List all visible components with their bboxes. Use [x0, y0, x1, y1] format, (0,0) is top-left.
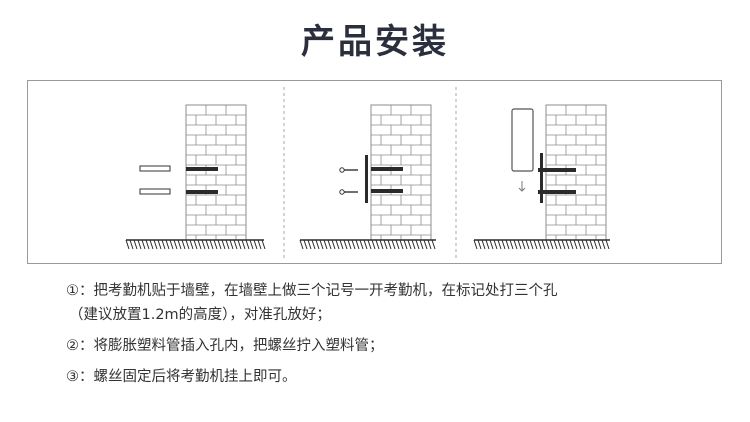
- installation-diagram-svg: [125, 87, 610, 259]
- step-3: ③：螺丝固定后将考勤机挂上即可。: [66, 365, 726, 389]
- screw-head-1: [339, 167, 345, 173]
- anchor-in-wall-2: [371, 189, 403, 193]
- step-text: 螺丝固定后将考勤机挂上即可。: [93, 369, 297, 385]
- arrow-down-icon: [518, 181, 526, 192]
- drill-hole-1: [186, 167, 218, 171]
- anchor-plug-2: [139, 188, 171, 195]
- installation-diagram: [27, 80, 722, 264]
- ground-3: [473, 239, 610, 250]
- panel-1: [125, 104, 266, 250]
- mounting-bracket-3: [540, 153, 543, 203]
- ground-1: [125, 239, 266, 250]
- anchor-plug-1: [139, 165, 171, 172]
- brick-wall-3: [545, 104, 607, 241]
- step-1: ①：把考勤机贴于墙壁，在墙壁上做三个记号一开考勤机，在标记处打三个孔 （建议放置…: [66, 279, 726, 327]
- panel-3: [473, 104, 610, 250]
- step-marker: ③：: [66, 369, 94, 385]
- anchor-in-wall-1: [371, 167, 403, 171]
- mounting-bracket-2: [365, 155, 368, 203]
- brick-wall-1: [185, 104, 247, 241]
- fixed-screw-2: [538, 190, 576, 194]
- step-text: 把考勤机贴于墙壁，在墙壁上做三个记号一开考勤机，在标记处打三个孔: [93, 283, 558, 299]
- ground-2: [299, 239, 436, 250]
- brick-wall-2: [370, 104, 432, 241]
- panel-2: [299, 104, 436, 250]
- page-title: 产品安装: [301, 22, 449, 62]
- attendance-terminal: [511, 108, 534, 172]
- step-text-continued: （建议放置1.2m的高度），对准孔放好；: [69, 307, 331, 323]
- screw-head-2: [339, 189, 345, 195]
- drill-hole-2: [186, 190, 218, 194]
- fixed-screw-1: [538, 168, 576, 172]
- instruction-steps: ①：把考勤机贴于墙壁，在墙壁上做三个记号一开考勤机，在标记处打三个孔 （建议放置…: [66, 279, 726, 389]
- step-text: 将膨胀塑料管插入孔内，把螺丝拧入塑料管；: [93, 338, 384, 354]
- step-2: ②：将膨胀塑料管插入孔内，把螺丝拧入塑料管；: [66, 334, 726, 358]
- step-marker: ②：: [66, 338, 94, 354]
- step-marker: ①：: [66, 283, 94, 299]
